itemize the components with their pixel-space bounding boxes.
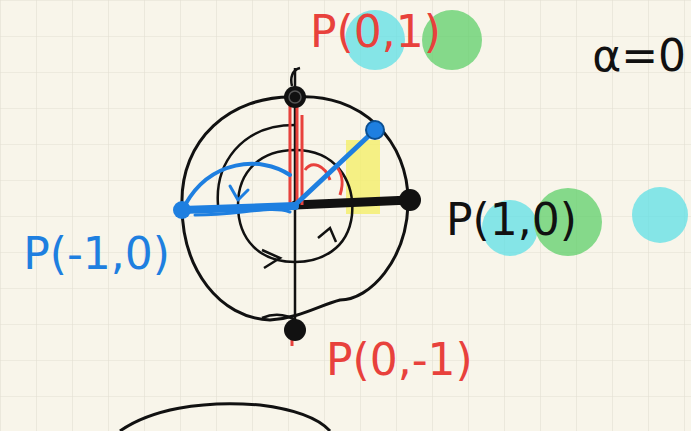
point-label: P(0,-1) [326,336,473,384]
point-label: α=0 [592,32,686,80]
point-label: P(0,1) [310,8,441,56]
point-label: P(1,0) [446,196,577,244]
point-label: P(-1,0) [23,230,170,278]
